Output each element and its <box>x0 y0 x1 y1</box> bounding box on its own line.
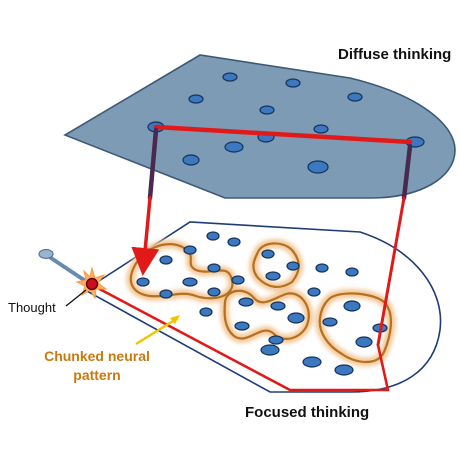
neuron <box>302 356 322 368</box>
neuron <box>259 105 275 115</box>
neuron <box>322 317 338 327</box>
drop-left-red <box>131 196 160 276</box>
chunk-outline <box>252 242 300 288</box>
neuron <box>286 261 300 271</box>
neuron <box>270 301 286 311</box>
neuron <box>238 297 254 307</box>
neuron <box>231 275 245 285</box>
neuron <box>159 289 173 299</box>
thought-leader-line <box>65 289 87 307</box>
neuron <box>287 312 305 324</box>
neuron <box>268 335 284 345</box>
neuron <box>334 364 354 376</box>
focused-path <box>90 283 390 392</box>
neuron <box>260 344 280 356</box>
chunk-label-line1: Chunked neural <box>44 348 150 364</box>
chunk-label-line2: pattern <box>73 367 121 383</box>
neuron <box>183 245 197 255</box>
pinball-plunger-icon <box>38 248 86 282</box>
neuron <box>345 267 359 277</box>
neuron <box>182 154 200 166</box>
chunk-leader-arrowhead <box>170 315 180 324</box>
chunk-outline <box>223 289 310 340</box>
drop-right-dark <box>401 143 413 201</box>
chunk-leader-line <box>135 316 179 346</box>
neuron <box>265 271 281 281</box>
neuron <box>355 336 373 348</box>
neuron <box>206 231 220 241</box>
neuron <box>136 277 150 287</box>
neuron <box>307 160 329 174</box>
diffuse-thinking-label: Diffuse thinking <box>338 46 452 63</box>
neuron <box>315 263 329 273</box>
neuron <box>207 287 221 297</box>
chunked-neural-pattern-label: Chunked neural pattern <box>32 347 162 385</box>
thought-label: Thought <box>8 300 56 315</box>
pinball-spark-icon <box>75 266 108 300</box>
neuron <box>188 94 204 104</box>
neuron <box>347 92 363 102</box>
neuron <box>207 263 221 273</box>
neuron <box>182 277 198 287</box>
thought-ball <box>85 277 99 291</box>
drop-right-red <box>376 196 406 347</box>
neuron <box>159 255 173 265</box>
neuron <box>234 321 250 331</box>
drop-left-dark <box>147 127 159 201</box>
neuron <box>261 249 275 259</box>
neuron <box>222 72 238 82</box>
neuron <box>227 237 241 247</box>
focused-thinking-label: Focused thinking <box>245 404 370 421</box>
neuron <box>199 307 213 317</box>
thought-path <box>90 124 413 392</box>
neuron <box>224 141 244 153</box>
neuron <box>307 287 321 297</box>
chunk-outline <box>318 292 392 364</box>
diffuse-plane <box>63 54 456 199</box>
focused-neurons <box>136 231 388 376</box>
neuron <box>343 300 361 312</box>
neuron <box>285 78 301 88</box>
neuron <box>313 124 329 134</box>
diffuse-path <box>153 124 413 145</box>
